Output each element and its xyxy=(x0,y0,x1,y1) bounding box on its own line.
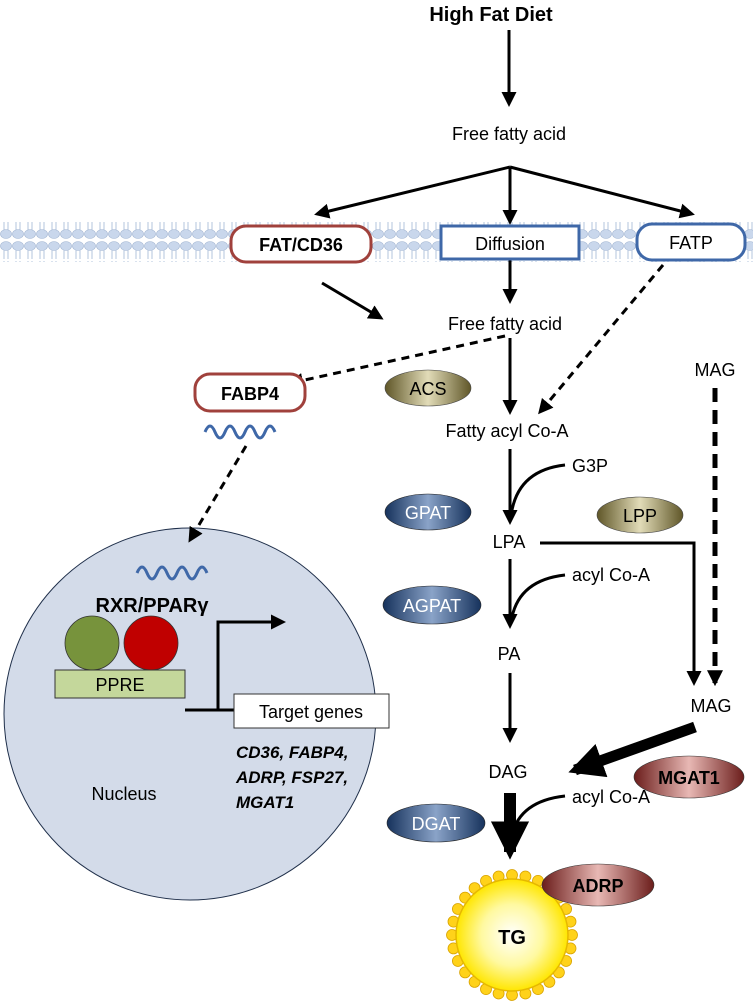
agpat-enzyme xyxy=(382,585,482,625)
fabp4-wave-icon xyxy=(203,424,277,440)
nucleus-label: Nucleus xyxy=(91,784,156,804)
tg-lipid-droplet xyxy=(455,878,569,992)
diagram-title: High Fat Diet xyxy=(429,4,553,26)
acyl-coa-1-label: acyl Co-A xyxy=(572,565,650,585)
acyl-coa-2-label: acyl Co-A xyxy=(572,787,650,807)
arrow-lpa-to-mag xyxy=(540,541,702,686)
mgat1-label: MGAT1 xyxy=(658,768,720,788)
arrow-acylcoa-join-2 xyxy=(510,794,566,836)
rxr-circle xyxy=(64,615,120,671)
arrows xyxy=(188,30,724,860)
ffa-mid-label: Free fatty acid xyxy=(448,314,562,334)
gene-list-line-2: ADRP, FSP27, xyxy=(235,768,348,787)
tg-label: TG xyxy=(498,927,526,949)
fabp4-box xyxy=(193,372,307,413)
acs-label: ACS xyxy=(409,379,446,399)
g3p-label: G3P xyxy=(572,456,608,476)
lpa-label: LPA xyxy=(493,532,526,552)
gpat-label: GPAT xyxy=(405,503,451,523)
arrow-fatp-to-acylcoa xyxy=(538,264,665,415)
gene-list-line-1: CD36, FABP4, xyxy=(236,743,348,762)
arrow-acylcoa-join-1 xyxy=(510,573,566,618)
rxr-ppar-label: RXR/PPARγ xyxy=(96,595,210,617)
dgat-enzyme xyxy=(386,803,486,843)
mag-mid-label: MAG xyxy=(690,696,731,716)
agpat-label: AGPAT xyxy=(403,596,461,616)
target-genes-box xyxy=(233,693,390,729)
fabp4-label: FABP4 xyxy=(221,384,279,404)
ffa-top-label: Free fatty acid xyxy=(452,124,566,144)
arrow-target-genes xyxy=(216,614,286,710)
mag-top-label: MAG xyxy=(694,360,735,380)
adrp-label: ADRP xyxy=(572,876,623,896)
adrp-enzyme xyxy=(541,863,655,907)
arrow-ffa-to-cd36 xyxy=(314,165,511,219)
target-genes-label: Target genes xyxy=(259,702,363,722)
arrow-mag-to-dag xyxy=(568,721,697,778)
diffusion-box xyxy=(439,224,581,261)
ppar-circle xyxy=(123,615,179,671)
ppre-box xyxy=(54,669,186,699)
ppre-label: PPRE xyxy=(95,675,144,695)
arrow-ffa-to-fatp xyxy=(509,165,695,219)
arrow-g3p-join xyxy=(510,463,566,511)
diffusion-label: Diffusion xyxy=(475,234,545,254)
lpp-label: LPP xyxy=(623,506,657,526)
pa-label: PA xyxy=(498,644,521,664)
mgat1-enzyme xyxy=(633,755,745,799)
fatty-acyl-coa-label: Fatty acyl Co-A xyxy=(445,421,568,441)
nuclear-fabp4-wave-icon xyxy=(135,565,209,581)
gene-list-line-3: MGAT1 xyxy=(236,793,294,812)
dag-label: DAG xyxy=(488,762,527,782)
arrow-cd36-to-ffa xyxy=(321,281,384,320)
acs-enzyme xyxy=(384,369,472,407)
fatp-box xyxy=(635,222,747,262)
fat-cd36-label: FAT/CD36 xyxy=(259,235,343,255)
dgat-label: DGAT xyxy=(412,814,461,834)
arrow-fabp4-to-nucleus xyxy=(188,445,248,543)
fat-cd36-box xyxy=(229,224,373,264)
cell-membrane xyxy=(0,222,753,262)
fatp-label: FATP xyxy=(669,233,713,253)
arrow-ffa-to-fabp4 xyxy=(288,334,506,388)
gpat-enzyme xyxy=(384,493,472,531)
lpp-enzyme xyxy=(596,496,684,534)
